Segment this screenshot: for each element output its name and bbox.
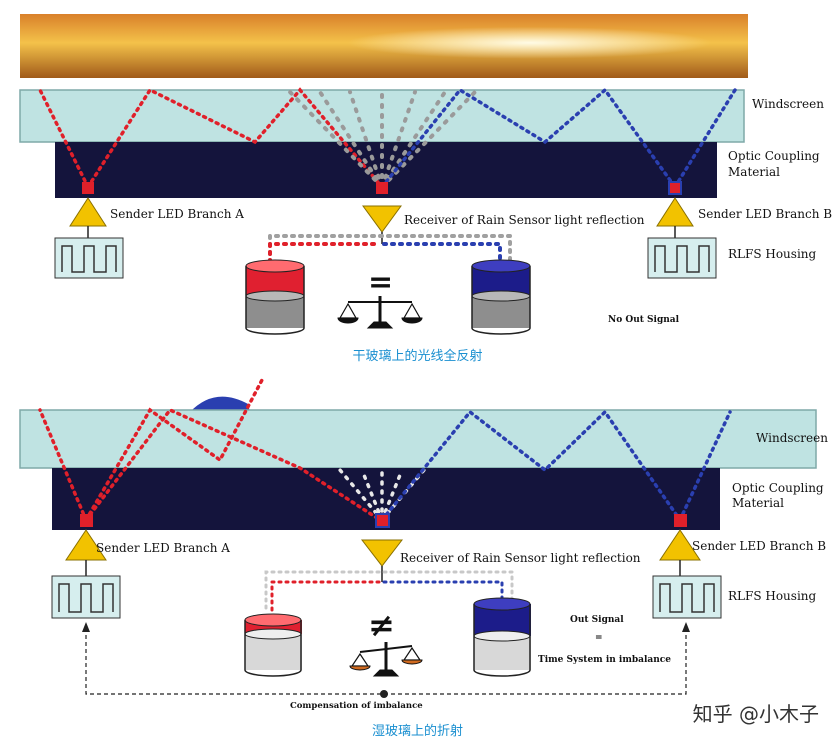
- sender-b-label: Sender LED Branch B: [698, 207, 832, 221]
- optic-coupling-label-2: Material: [732, 496, 784, 510]
- raindrop: [190, 396, 250, 412]
- sender-a-label: Sender LED Branch A: [96, 541, 230, 555]
- arrowhead-up-left: [82, 622, 90, 632]
- top-panel: Windscreen Optic Coupling Material Sende…: [19, 14, 832, 335]
- arrowhead-up-right: [682, 622, 690, 632]
- sender-b-chip: [674, 514, 687, 527]
- optic-coupling-label: Optic Coupling: [728, 149, 820, 163]
- blue-can: [471, 259, 531, 335]
- gray-beam-fan: [288, 90, 477, 189]
- housing-a: [51, 575, 121, 619]
- red-beam: [38, 378, 382, 522]
- signal-lines: [268, 234, 512, 264]
- housing-b: [647, 237, 717, 279]
- sun-glow: [20, 14, 748, 78]
- equal-symbol: =: [368, 265, 393, 300]
- balance-scale-icon: [337, 296, 423, 329]
- bottom-panel: Windscreen Optic Coupling Material Sende…: [19, 378, 828, 711]
- receiver-led: [362, 205, 402, 233]
- white-beam-fan: [338, 468, 426, 522]
- signal-lines: [264, 570, 514, 612]
- optic-coupling-label: Optic Coupling: [732, 481, 824, 495]
- windscreen: [19, 409, 817, 469]
- bottom-caption: 湿玻璃上的折射: [371, 724, 463, 739]
- windscreen-label: Windscreen: [752, 97, 824, 111]
- red-can: [244, 613, 302, 677]
- time-system-label: Time System in imbalance: [538, 655, 671, 665]
- red-beam: [38, 87, 384, 189]
- square-wave-icon: [58, 583, 114, 613]
- watermark: 知乎 @小木子: [692, 702, 819, 726]
- compensation-node: [380, 690, 388, 698]
- sender-a-chip: [82, 182, 94, 194]
- optic-coupling-label-2: Material: [728, 165, 780, 179]
- receiver-chip: [376, 182, 388, 194]
- equals-sign: =: [595, 633, 603, 643]
- square-wave-icon: [654, 245, 710, 273]
- housing-a: [54, 237, 124, 279]
- square-wave-icon: [659, 583, 715, 613]
- blue-can: [473, 597, 531, 677]
- no-out-signal-label: No Out Signal: [608, 315, 680, 325]
- sender-a-label: Sender LED Branch A: [110, 207, 244, 221]
- sender-a-led: [69, 197, 107, 227]
- rlfs-housing-label: RLFS Housing: [728, 589, 817, 603]
- top-caption: 干玻璃上的光线全反射: [352, 349, 483, 364]
- housing-b: [652, 575, 722, 619]
- windscreen-label: Windscreen: [756, 431, 828, 445]
- rlfs-housing-label: RLFS Housing: [728, 247, 817, 261]
- tilted-scale-icon: [349, 642, 423, 677]
- receiver-led: [360, 539, 404, 567]
- sender-a-chip: [80, 514, 93, 527]
- compensation-label: Compensation of imbalance: [290, 701, 423, 711]
- out-signal-label: Out Signal: [570, 615, 624, 625]
- not-equal-symbol: ≠: [368, 606, 395, 644]
- receiver-label: Receiver of Rain Sensor light reflection: [404, 213, 645, 227]
- sender-b-led: [656, 197, 694, 227]
- receiver-label: Receiver of Rain Sensor light reflection: [400, 551, 641, 565]
- red-can: [245, 259, 305, 335]
- blue-beam: [380, 409, 732, 522]
- sender-b-label: Sender LED Branch B: [692, 539, 826, 553]
- receiver-chip: [375, 513, 390, 528]
- blue-beam: [380, 87, 737, 189]
- sender-b-chip: [668, 181, 682, 195]
- square-wave-icon: [61, 245, 117, 273]
